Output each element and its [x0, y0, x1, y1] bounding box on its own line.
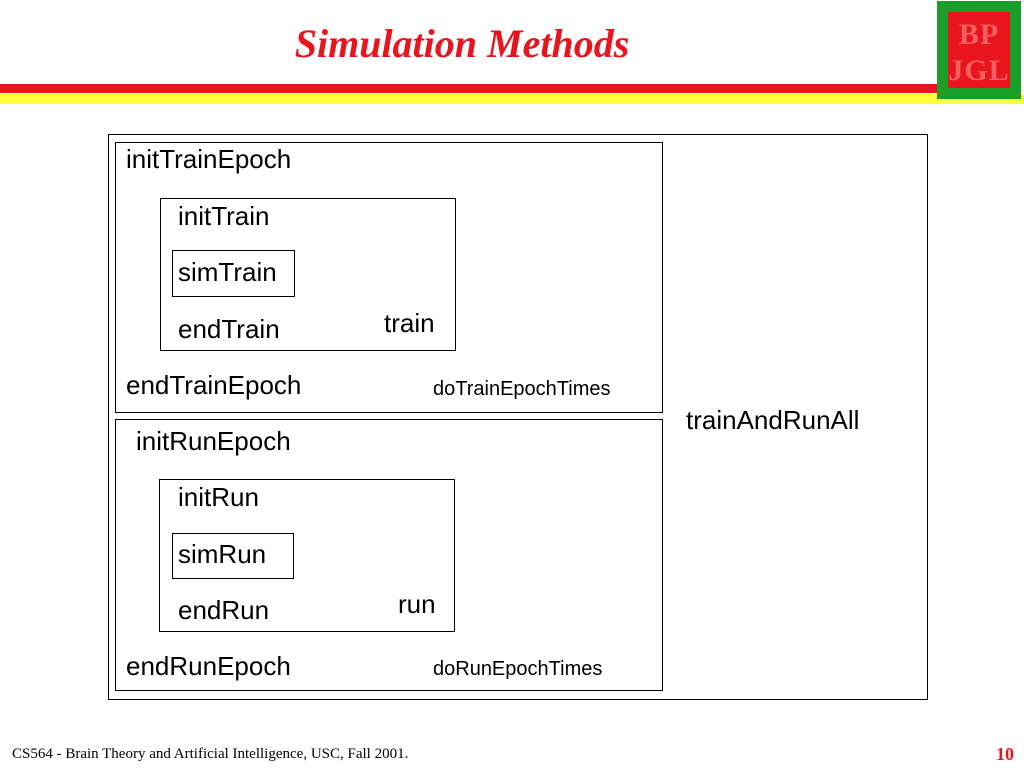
run-epoch-box	[115, 419, 663, 691]
end-run-epoch-label: endRunEpoch	[126, 651, 291, 681]
logo-text-bottom: JGL	[948, 54, 1010, 87]
sim-run-label: simRun	[178, 539, 267, 569]
run-box	[159, 479, 455, 632]
train-box	[160, 198, 456, 351]
logo-inner: BP JGL	[948, 12, 1010, 88]
init-run-epoch-label: initRunEpoch	[136, 426, 291, 456]
header-stripe-yellow	[0, 94, 1024, 104]
logo: BP JGL	[937, 1, 1021, 99]
sim-train-label: simTrain	[178, 257, 277, 287]
sim-run-box	[172, 533, 294, 579]
train-and-run-all-box	[108, 134, 928, 700]
header-stripe-red	[0, 84, 940, 93]
train-epoch-box	[115, 142, 663, 413]
do-run-epoch-times-label: doRunEpochTimes	[433, 658, 603, 680]
sim-train-box	[172, 250, 295, 297]
init-run-label: initRun	[178, 482, 259, 512]
train-label: train	[384, 308, 435, 338]
end-train-label: endTrain	[178, 314, 280, 344]
logo-text-top: BP	[958, 18, 1000, 51]
end-train-epoch-label: endTrainEpoch	[126, 370, 302, 400]
page-number: 10	[996, 744, 1014, 764]
slide-title: Simulation Methods	[294, 21, 630, 66]
init-train-label: initTrain	[178, 201, 270, 231]
end-run-label: endRun	[178, 595, 270, 625]
init-train-epoch-label: initTrainEpoch	[126, 144, 292, 174]
run-label: run	[398, 589, 436, 619]
footer-text: CS564 - Brain Theory and Artificial Inte…	[12, 746, 409, 762]
do-train-epoch-times-label: doTrainEpochTimes	[433, 378, 611, 400]
train-and-run-all-label: trainAndRunAll	[686, 405, 860, 435]
